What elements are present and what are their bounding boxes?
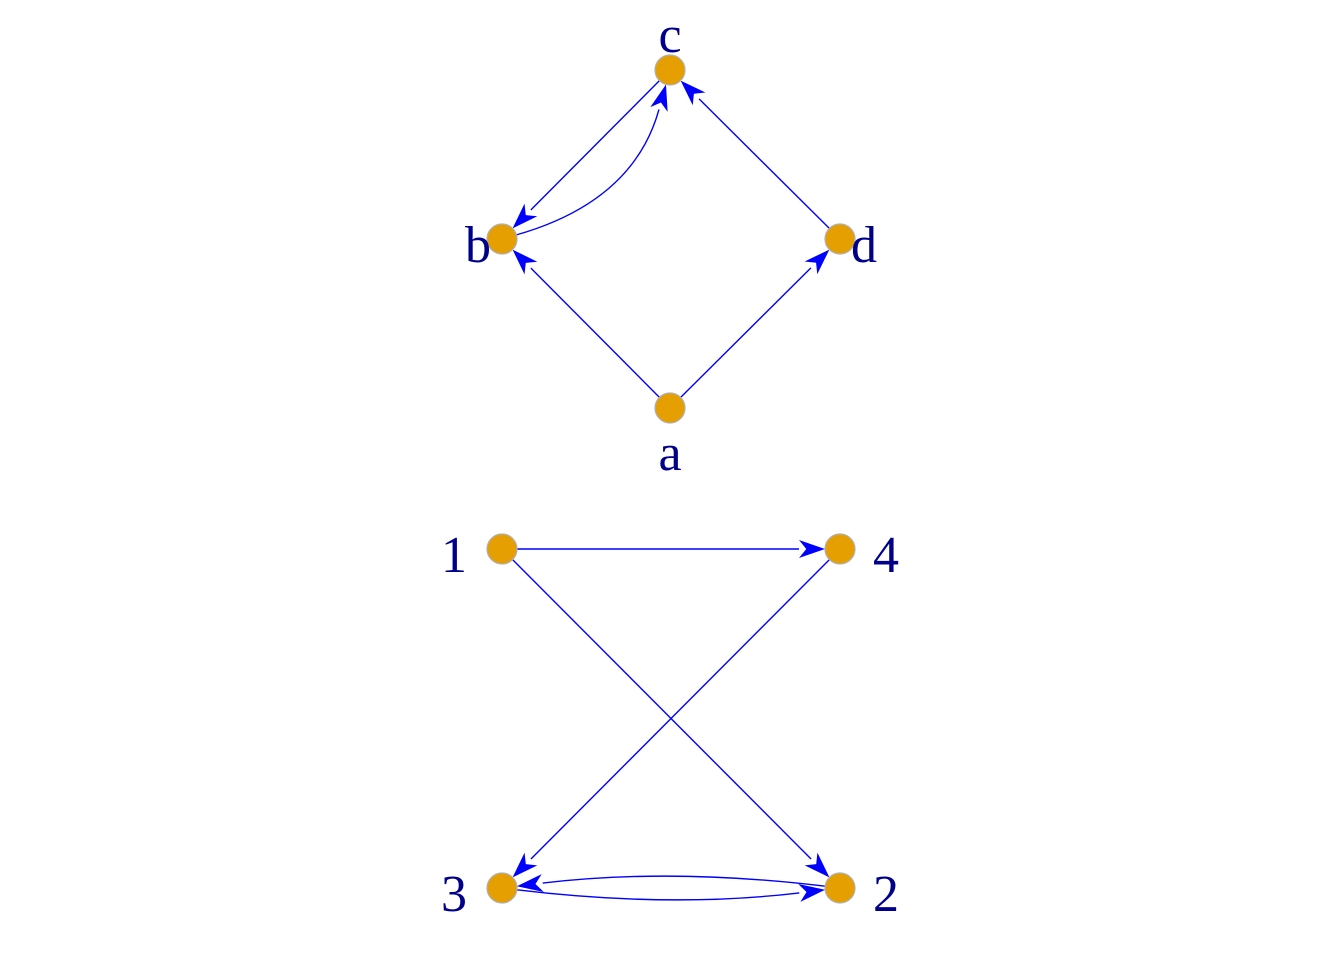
arrowhead-1-to-4 [799, 540, 825, 558]
node-3 [486, 872, 518, 904]
edge-a-to-d [680, 267, 812, 398]
graph-letters [512, 80, 830, 398]
node-c [654, 54, 686, 86]
arrowhead-d-to-c [680, 80, 706, 106]
edge-1-to-2 [512, 559, 812, 860]
arrowhead-c-to-b [512, 203, 538, 229]
edges-layer [512, 80, 830, 902]
node-label-3: 3 [441, 866, 467, 923]
edge-3-to-2 [516, 889, 800, 901]
edge-a-to-b [530, 267, 660, 398]
edge-2-to-3 [542, 875, 826, 887]
node-label-1: 1 [441, 527, 467, 584]
arrowhead-4-to-3 [512, 852, 538, 878]
node-b [486, 223, 518, 255]
arrowhead-1-to-2 [804, 852, 830, 878]
edge-b-to-c [516, 109, 660, 236]
node-label-2: 2 [873, 866, 899, 923]
node-label-d: d [851, 217, 877, 274]
arrowhead-2-to-3 [516, 874, 544, 893]
graph-numbers [512, 540, 830, 902]
labels-layer: c b d a 1 4 3 2 [441, 7, 899, 923]
node-2 [824, 872, 856, 904]
node-label-4: 4 [873, 527, 899, 584]
node-a [654, 392, 686, 424]
nodes-layer [486, 54, 856, 904]
edge-4-to-3 [530, 559, 830, 860]
arrowhead-a-to-d [804, 249, 830, 275]
edge-d-to-c [698, 98, 830, 229]
node-d [824, 223, 856, 255]
node-1 [486, 533, 518, 565]
arrowhead-3-to-2 [798, 883, 826, 902]
arrowhead-b-to-c [650, 84, 668, 112]
node-4 [824, 533, 856, 565]
node-label-a: a [658, 425, 681, 482]
arrowhead-a-to-b [512, 249, 538, 275]
node-label-b: b [465, 217, 491, 274]
node-label-c: c [658, 7, 681, 64]
edge-c-to-b [530, 80, 660, 211]
